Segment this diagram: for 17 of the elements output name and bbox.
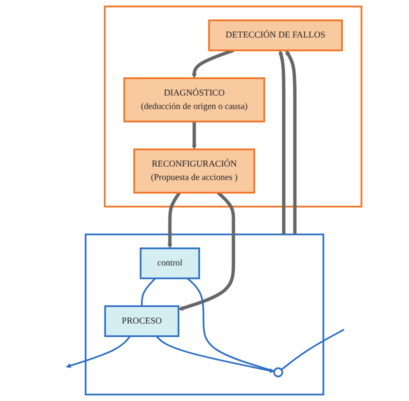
arrow	[167, 192, 181, 249]
process-box: PROCESO	[104, 305, 180, 337]
signal-line	[280, 328, 344, 370]
process-box: DETECCIÓN DE FALLOS	[208, 20, 343, 52]
process-box: DIAGNÓSTICO (deducción de origen o causa)	[123, 77, 266, 122]
signal-line	[140, 278, 156, 306]
process-box: RECONFIGURACIÓN (Propuesta de acciones )	[133, 148, 256, 194]
arrow	[66, 336, 131, 368]
signal-line	[186, 278, 274, 372]
arrow	[285, 50, 297, 234]
arrow	[178, 191, 236, 311]
arrow	[192, 122, 197, 150]
arrow	[278, 50, 286, 234]
summing-junction	[273, 367, 284, 378]
arrow	[192, 48, 234, 78]
arrow	[156, 336, 274, 373]
process-box: control	[140, 247, 200, 280]
